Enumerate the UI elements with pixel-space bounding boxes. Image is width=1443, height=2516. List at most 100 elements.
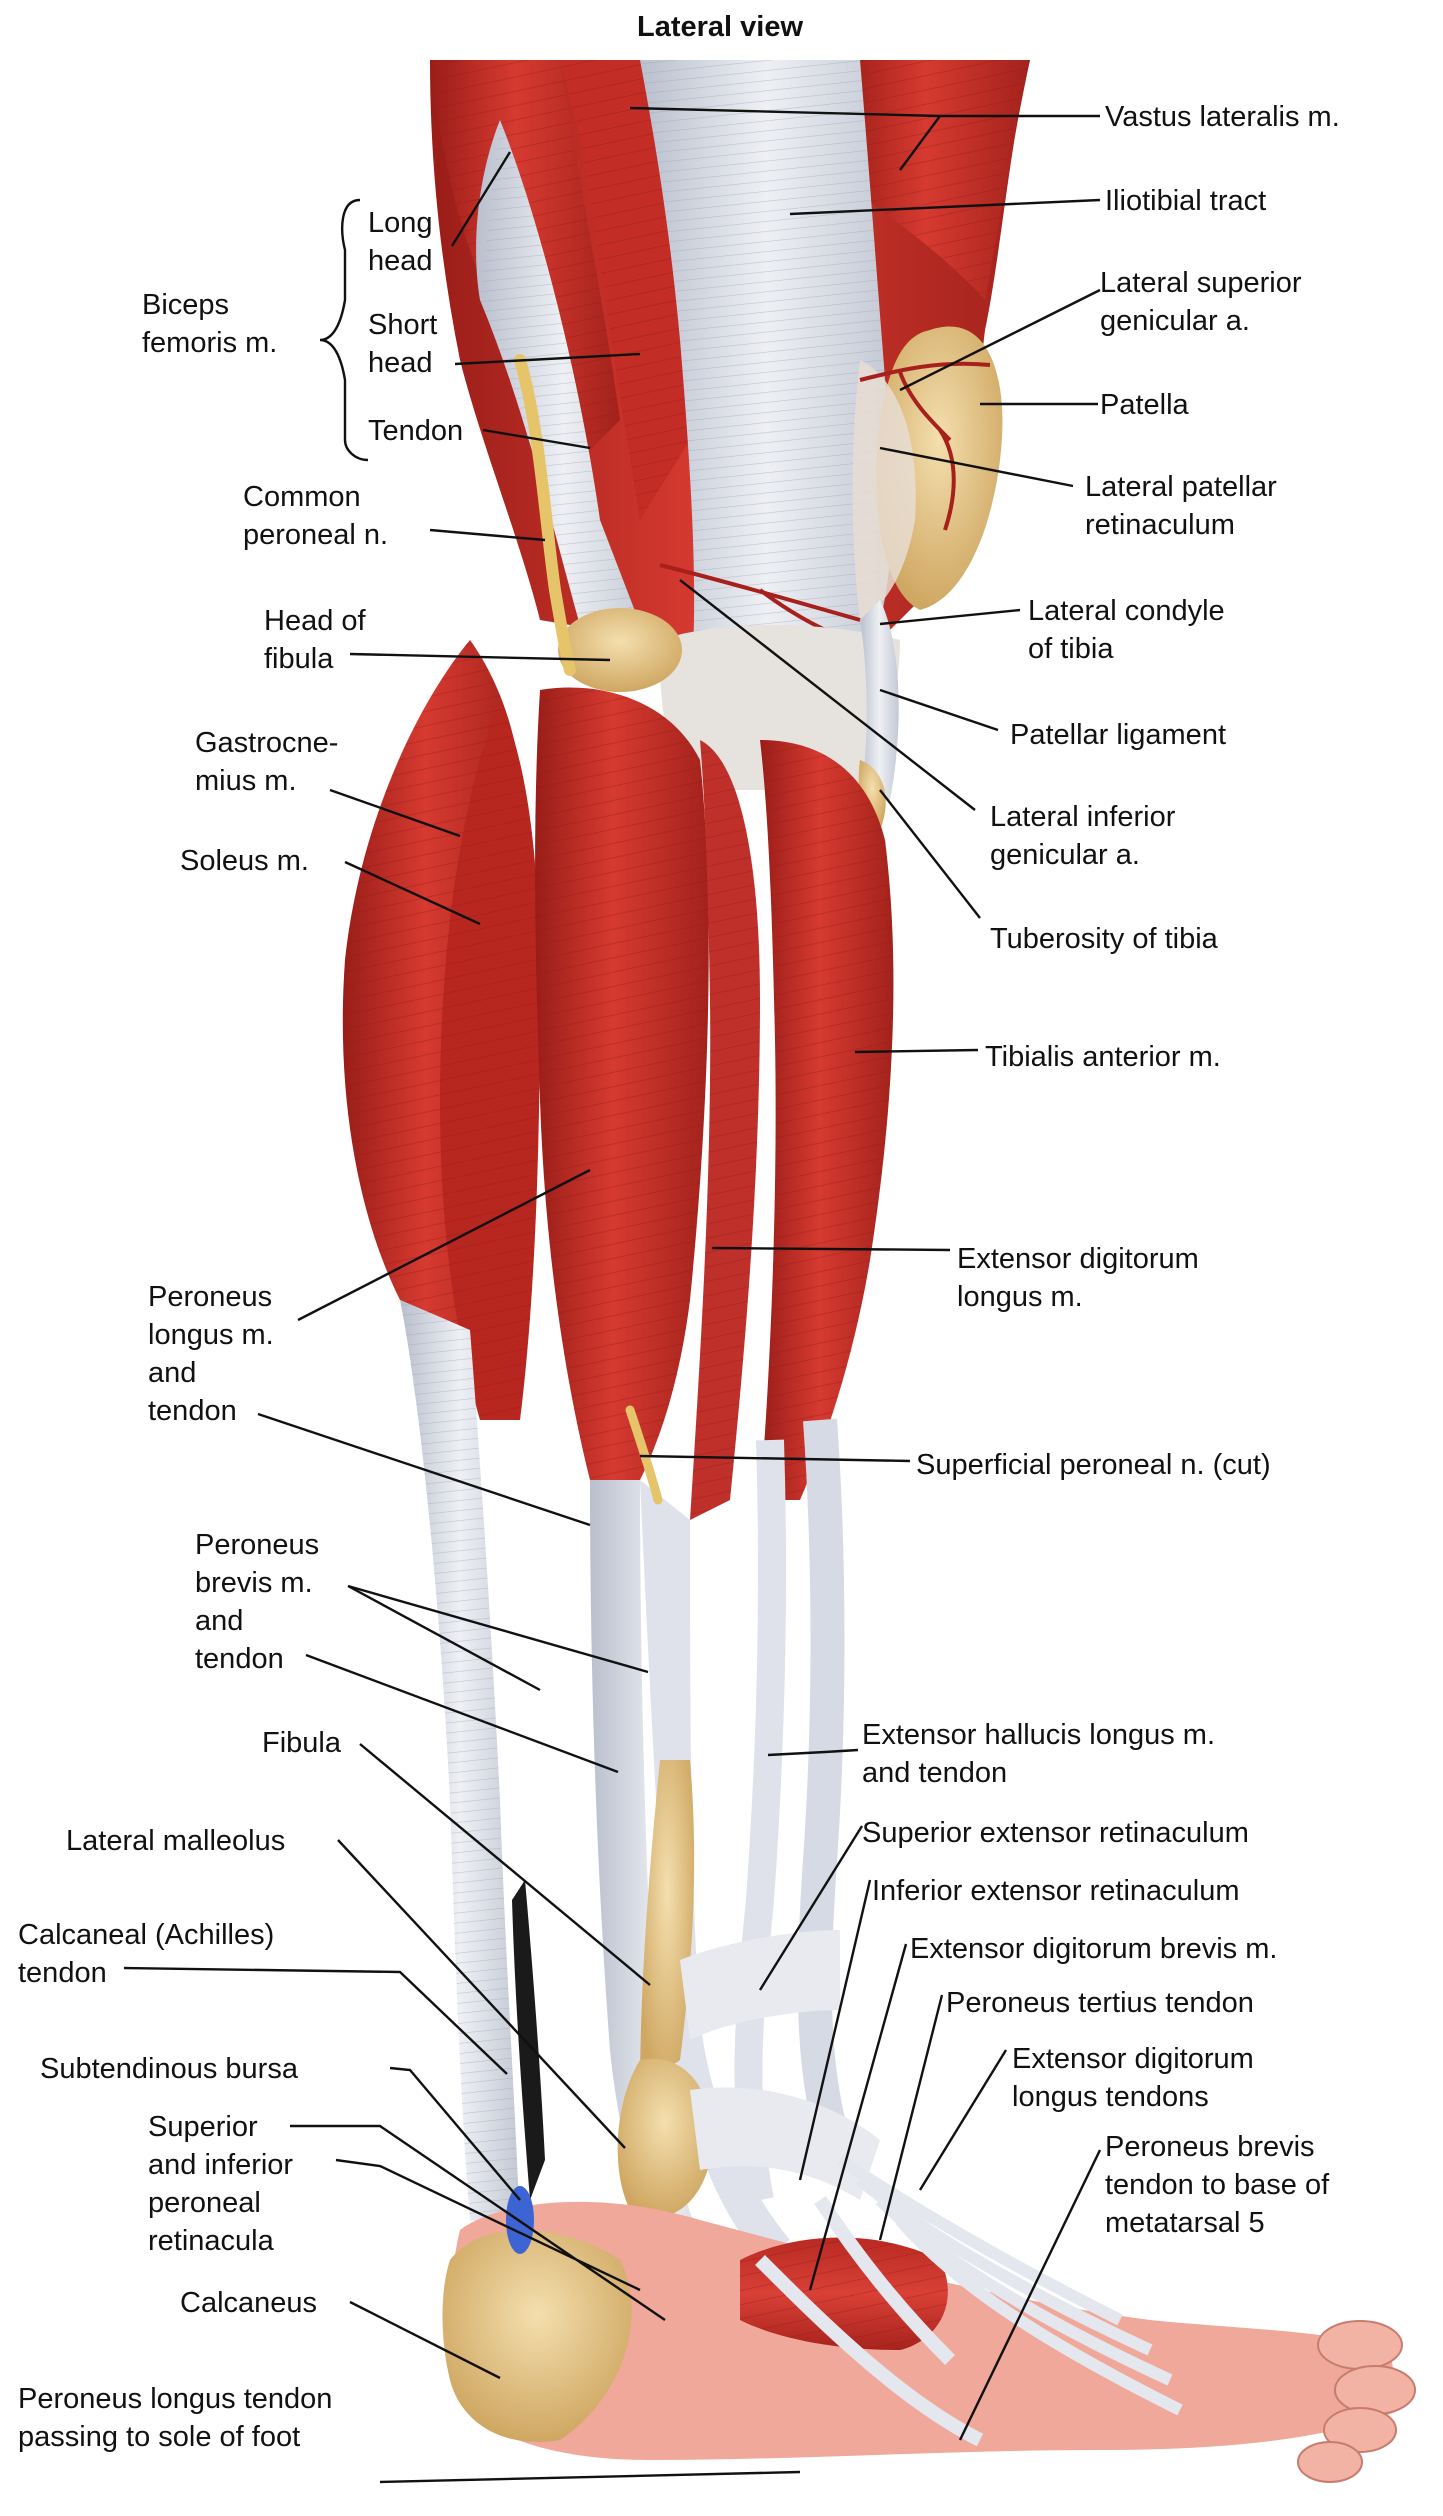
leader-tuberosity <box>879 789 981 919</box>
label-peroneus-tertius: Peroneus tertius tendon <box>946 1987 1254 2019</box>
label-long-head-2: head <box>368 245 433 277</box>
leader-ext-dig-longus <box>711 1246 951 1252</box>
label-head-fibula-1: Head of <box>264 605 367 637</box>
leader-calcaneal <box>123 1966 508 2075</box>
label-per-brevis-meta-3: metatarsal 5 <box>1105 2207 1265 2239</box>
leader-calcaneus <box>349 2300 501 2380</box>
leader-soleus <box>344 860 481 926</box>
leader-per-longus-sole <box>379 2470 801 2484</box>
leader-ext-hal-longus <box>767 1748 859 1757</box>
lateral-superior-genicular-artery <box>859 361 991 531</box>
label-per-brevis-meta-2: tendon to base of <box>1105 2169 1330 2201</box>
leader-common-peroneal <box>429 528 546 542</box>
label-lat-condyle-1: Lateral condyle <box>1028 595 1225 627</box>
leader-short-head <box>454 352 641 366</box>
leader-ext-dig-brevis <box>808 1943 908 2291</box>
leader-gastrocnemius <box>329 788 461 838</box>
leader-fibula <box>359 1743 651 1986</box>
label-sup-ext-ret: Superior extensor retinaculum <box>862 1817 1249 1849</box>
fibula-shaft <box>640 1760 695 2090</box>
leader-inf-ext-ret <box>798 1879 872 2181</box>
tibialis-anterior-tendon <box>797 1418 856 2166</box>
label-common-peroneal-2: peroneal n. <box>243 519 388 551</box>
label-head-fibula-2: fibula <box>264 643 334 675</box>
leader-biceps-brace <box>319 198 369 462</box>
peroneus-brevis-metatarsal-tendon <box>755 2255 984 2447</box>
label-ext-dig-tendons-1: Extensor digitorum <box>1012 2043 1254 2075</box>
label-lat-malleolus: Lateral malleolus <box>66 1825 285 1857</box>
label-sup-inf-peroneal-3: peroneal <box>148 2187 261 2219</box>
toes <box>1297 2320 1416 2483</box>
label-inf-ext-ret: Inferior extensor retinaculum <box>872 1875 1240 1907</box>
lateral-malleolus-bone <box>617 2058 712 2218</box>
label-sup-inf-peroneal-1: Superior <box>148 2111 258 2143</box>
leader-lat-malleolus <box>337 1839 626 2149</box>
right-labels: Vastus lateralis m. Iliotibial tract Lat… <box>862 101 1340 2239</box>
label-per-longus-1: Peroneus <box>148 1281 272 1313</box>
leader-per-longus-tendon <box>257 1412 591 1527</box>
label-superficial-peroneal: Superficial peroneal n. (cut) <box>916 1449 1271 1481</box>
label-per-brevis-3: and <box>195 1605 243 1637</box>
label-ext-dig-longus-1: Extensor digitorum <box>957 1243 1199 1275</box>
leader-ext-dig-tendons <box>918 2049 1008 2191</box>
figure-title: Lateral view <box>637 11 803 43</box>
label-short-head-2: head <box>368 347 433 379</box>
leader-peroneus-tertius <box>878 1994 944 2241</box>
calcaneus-bone <box>442 2230 632 2442</box>
label-per-longus-sole-2: passing to sole of foot <box>18 2421 300 2453</box>
label-lat-sup-genicular-2: genicular a. <box>1100 305 1250 337</box>
label-common-peroneal-1: Common <box>243 481 361 513</box>
label-per-brevis-2: brevis m. <box>195 1567 313 1599</box>
label-per-brevis-1: Peroneus <box>195 1529 319 1561</box>
leader-tibialis-anterior <box>854 1048 979 1054</box>
label-gastrocnemius-2: mius m. <box>195 765 297 797</box>
label-subtendinous: Subtendinous bursa <box>40 2053 299 2085</box>
label-per-longus-4: tendon <box>148 1395 237 1427</box>
leader-per-brevis-tendon <box>305 1653 619 1774</box>
label-per-brevis-4: tendon <box>195 1643 284 1675</box>
leader-tendon <box>482 428 591 450</box>
label-ext-hal-longus-2: and tendon <box>862 1757 1007 1789</box>
label-gastrocnemius-1: Gastrocne- <box>195 727 338 759</box>
inferior-extensor-retinaculum <box>690 2087 880 2200</box>
leader-lines <box>123 106 1102 2484</box>
leader-lat-patellar-ret <box>879 446 1074 488</box>
leader-per-brevis-muscle-2 <box>347 1584 541 1692</box>
leader-vastus-lateralis <box>629 106 1100 171</box>
label-soleus: Soleus m. <box>180 845 309 877</box>
label-lat-patellar-ret-2: retinaculum <box>1085 509 1235 541</box>
label-ext-dig-longus-2: longus m. <box>957 1281 1083 1313</box>
leg-illustration <box>342 60 1416 2483</box>
peroneus-tertius-tendon <box>814 2196 955 2365</box>
label-iliotibial-tract: Iliotibial tract <box>1105 185 1266 217</box>
label-calcaneal-2: tendon <box>18 1957 107 1989</box>
superior-extensor-retinaculum <box>680 1930 840 2040</box>
label-tibialis-anterior: Tibialis anterior m. <box>985 1041 1221 1073</box>
label-biceps-2: femoris m. <box>142 327 277 359</box>
label-lat-sup-genicular-1: Lateral superior <box>1100 267 1302 299</box>
leader-per-brevis-meta <box>958 2149 1102 2441</box>
extensor-hallucis-longus-tendon <box>734 1439 786 2203</box>
label-lat-patellar-ret-1: Lateral patellar <box>1085 471 1277 503</box>
label-long-head-1: Long <box>368 207 433 239</box>
posterior-shadow <box>512 1880 545 2200</box>
leader-per-longus-muscle <box>297 1168 591 1322</box>
common-peroneal-nerve <box>514 354 576 676</box>
leader-superficial-peroneal <box>639 1454 911 1463</box>
leader-per-brevis-muscle <box>347 1584 649 1674</box>
leader-lat-inf-genicular <box>679 579 976 811</box>
leader-sup-inf-peroneal <box>290 2124 666 2321</box>
left-labels: Long head Biceps femoris m. Short head T… <box>18 207 463 2453</box>
leader-long-head <box>450 151 512 247</box>
label-ext-hal-longus-1: Extensor hallucis longus m. <box>862 1719 1215 1751</box>
label-ext-dig-tendons-2: longus tendons <box>1012 2081 1209 2113</box>
label-sup-inf-peroneal-2: and inferior <box>148 2149 293 2181</box>
lateral-patellar-retinaculum <box>852 360 916 620</box>
label-per-longus-sole-1: Peroneus longus tendon <box>18 2383 332 2415</box>
label-tendon: Tendon <box>368 415 463 447</box>
fibula-head-bone <box>558 608 682 692</box>
leader-lat-condyle <box>879 608 1021 626</box>
label-vastus-lateralis: Vastus lateralis m. <box>1105 101 1340 133</box>
label-per-longus-3: and <box>148 1357 196 1389</box>
